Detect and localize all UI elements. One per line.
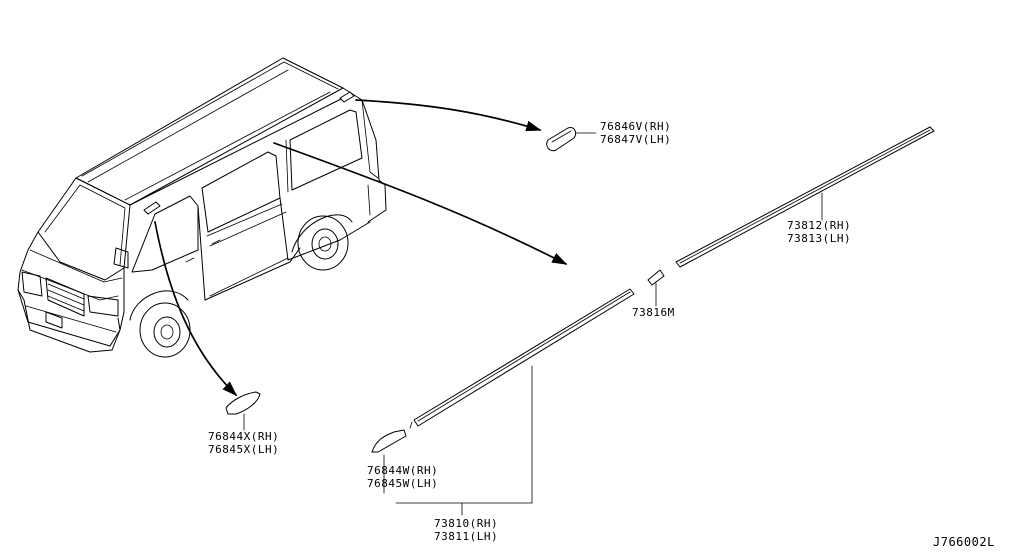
- diagram-code: J766002L: [933, 535, 995, 549]
- part-76844w: [371, 429, 407, 453]
- part-73812: [675, 126, 935, 268]
- label-76844w: 76844W(RH): [367, 464, 438, 477]
- label-73811: 73811(LH): [434, 530, 498, 543]
- label-73813: 73813(LH): [787, 232, 851, 245]
- label-73816m: 73816M: [632, 306, 675, 319]
- label-73812: 73812(RH): [787, 219, 851, 232]
- part-76846v: [546, 127, 577, 152]
- arrow-to-73816m: [273, 142, 568, 265]
- label-76844x: 76844X(RH): [208, 430, 279, 443]
- label-76846v: 76846V(RH): [600, 120, 671, 133]
- label-73810: 73810(RH): [434, 517, 498, 530]
- arrow-to-76844x: [154, 221, 238, 397]
- part-76844x: [225, 391, 261, 431]
- part-73816m: [647, 269, 665, 307]
- arrow-to-76846v: [355, 99, 542, 132]
- bracket-73810: [383, 365, 533, 516]
- label-76845x: 76845X(LH): [208, 443, 279, 456]
- label-76847v: 76847V(LH): [600, 133, 671, 146]
- van-illustration: [17, 57, 387, 358]
- label-76845w: 76845W(LH): [367, 477, 438, 490]
- part-73810: [409, 288, 635, 429]
